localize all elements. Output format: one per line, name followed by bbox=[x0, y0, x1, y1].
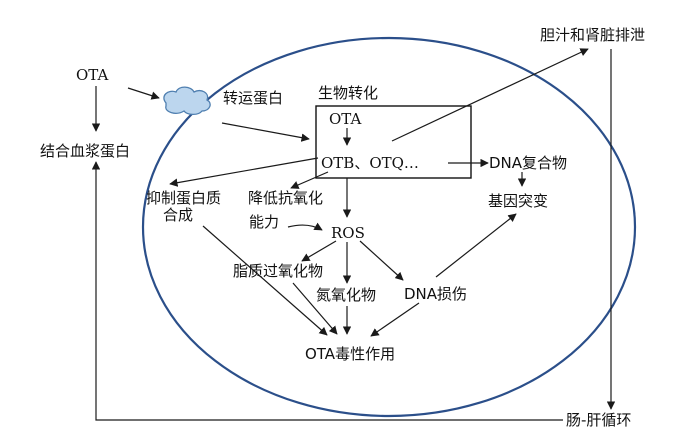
arrow-dna-damage-to-toxicity bbox=[370, 302, 420, 337]
node-dna-damage: DNA损伤 bbox=[404, 285, 467, 303]
transport-protein-cloud-icon bbox=[163, 86, 211, 116]
node-plasma-protein-binding: 结合血浆蛋白 bbox=[40, 142, 130, 160]
arrow-otb-to-inhibit-protein bbox=[169, 157, 319, 187]
arrow-to-bile-kidney-excretion bbox=[391, 48, 589, 142]
biotransformation-box bbox=[315, 105, 472, 179]
node-ota-toxicity: OTA毒性作用 bbox=[305, 345, 395, 363]
arrow-antioxidant-to-ros bbox=[287, 222, 323, 231]
arrow-ota-to-transporter bbox=[127, 87, 160, 100]
node-enterohepatic-circulation: 肠-肝循环 bbox=[566, 411, 631, 429]
node-inhibit-protein-line2: 合成 bbox=[163, 206, 193, 224]
node-reduce-antioxidant-line2: 能力 bbox=[249, 213, 279, 231]
node-ota-inner: OTA bbox=[329, 110, 361, 128]
arrow-ros-to-dna-damage bbox=[359, 240, 404, 281]
arrow-dna-damage-to-gene-mutation bbox=[435, 213, 517, 278]
node-otb-otq: OTB、OTQ… bbox=[321, 154, 419, 172]
node-ota-outside: OTA bbox=[76, 66, 108, 84]
arrow-otb-to-reduce-antioxidant bbox=[290, 171, 329, 189]
arrow-enterohepatic-to-plasma-protein bbox=[91, 161, 563, 421]
node-transport-protein: 转运蛋白 bbox=[223, 89, 283, 107]
node-bile-kidney-excretion: 胆汁和肾脏排泄 bbox=[540, 26, 645, 44]
node-biotransformation: 生物转化 bbox=[318, 84, 378, 102]
node-gene-mutation: 基因突变 bbox=[488, 192, 548, 210]
node-lipid-peroxide: 脂质过氧化物 bbox=[233, 262, 323, 280]
node-ros: ROS bbox=[331, 224, 365, 242]
node-reduce-antioxidant-line1: 降低抗氧化 bbox=[248, 189, 323, 207]
arrow-inhibit-protein-to-toxicity bbox=[202, 225, 328, 336]
node-inhibit-protein-line1: 抑制蛋白质 bbox=[146, 189, 221, 207]
node-dna-complex: DNA复合物 bbox=[489, 154, 567, 172]
arrow-lipid-peroxide-to-toxicity bbox=[292, 282, 338, 335]
node-nitric-oxide: 氮氧化物 bbox=[316, 286, 376, 304]
arrow-transporter-to-biotransformation bbox=[221, 122, 310, 142]
arrow-ros-to-lipid-peroxide bbox=[301, 240, 337, 262]
cell-membrane-ellipse bbox=[141, 36, 637, 418]
